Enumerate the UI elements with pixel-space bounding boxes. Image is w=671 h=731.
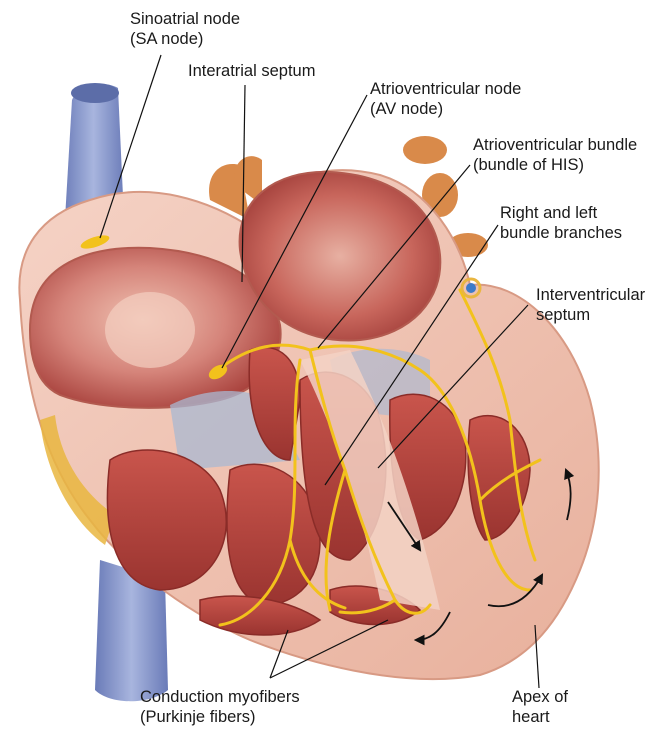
label-apex-of-heart: Apex of heart	[512, 687, 568, 727]
label-bundle-branches-line2: bundle branches	[500, 223, 622, 243]
label-interventricular-septum: Interventricular septum	[536, 285, 645, 325]
label-sa-node-line2: (SA node)	[130, 29, 240, 49]
label-av-node: Atrioventricular node (AV node)	[370, 79, 521, 119]
label-av-bundle-line2: (bundle of HIS)	[473, 155, 637, 175]
label-interatrial-septum: Interatrial septum	[188, 61, 315, 81]
label-purkinje-line1: Conduction myofibers	[140, 687, 300, 707]
label-av-node-line1: Atrioventricular node	[370, 79, 521, 99]
label-interventricular-septum-line1: Interventricular	[536, 285, 645, 305]
label-bundle-branches-line1: Right and left	[500, 203, 622, 223]
label-interventricular-septum-line2: septum	[536, 305, 645, 325]
label-sa-node-line1: Sinoatrial node	[130, 9, 240, 29]
label-purkinje-line2: (Purkinje fibers)	[140, 707, 300, 727]
label-bundle-branches: Right and left bundle branches	[500, 203, 622, 243]
label-interatrial-septum-line1: Interatrial septum	[188, 61, 315, 81]
label-sa-node: Sinoatrial node (SA node)	[130, 9, 240, 49]
label-av-node-line2: (AV node)	[370, 99, 521, 119]
label-apex-line1: Apex of	[512, 687, 568, 707]
label-apex-line2: heart	[512, 707, 568, 727]
label-av-bundle: Atrioventricular bundle (bundle of HIS)	[473, 135, 637, 175]
label-purkinje-fibers: Conduction myofibers (Purkinje fibers)	[140, 687, 300, 727]
label-av-bundle-line1: Atrioventricular bundle	[473, 135, 637, 155]
